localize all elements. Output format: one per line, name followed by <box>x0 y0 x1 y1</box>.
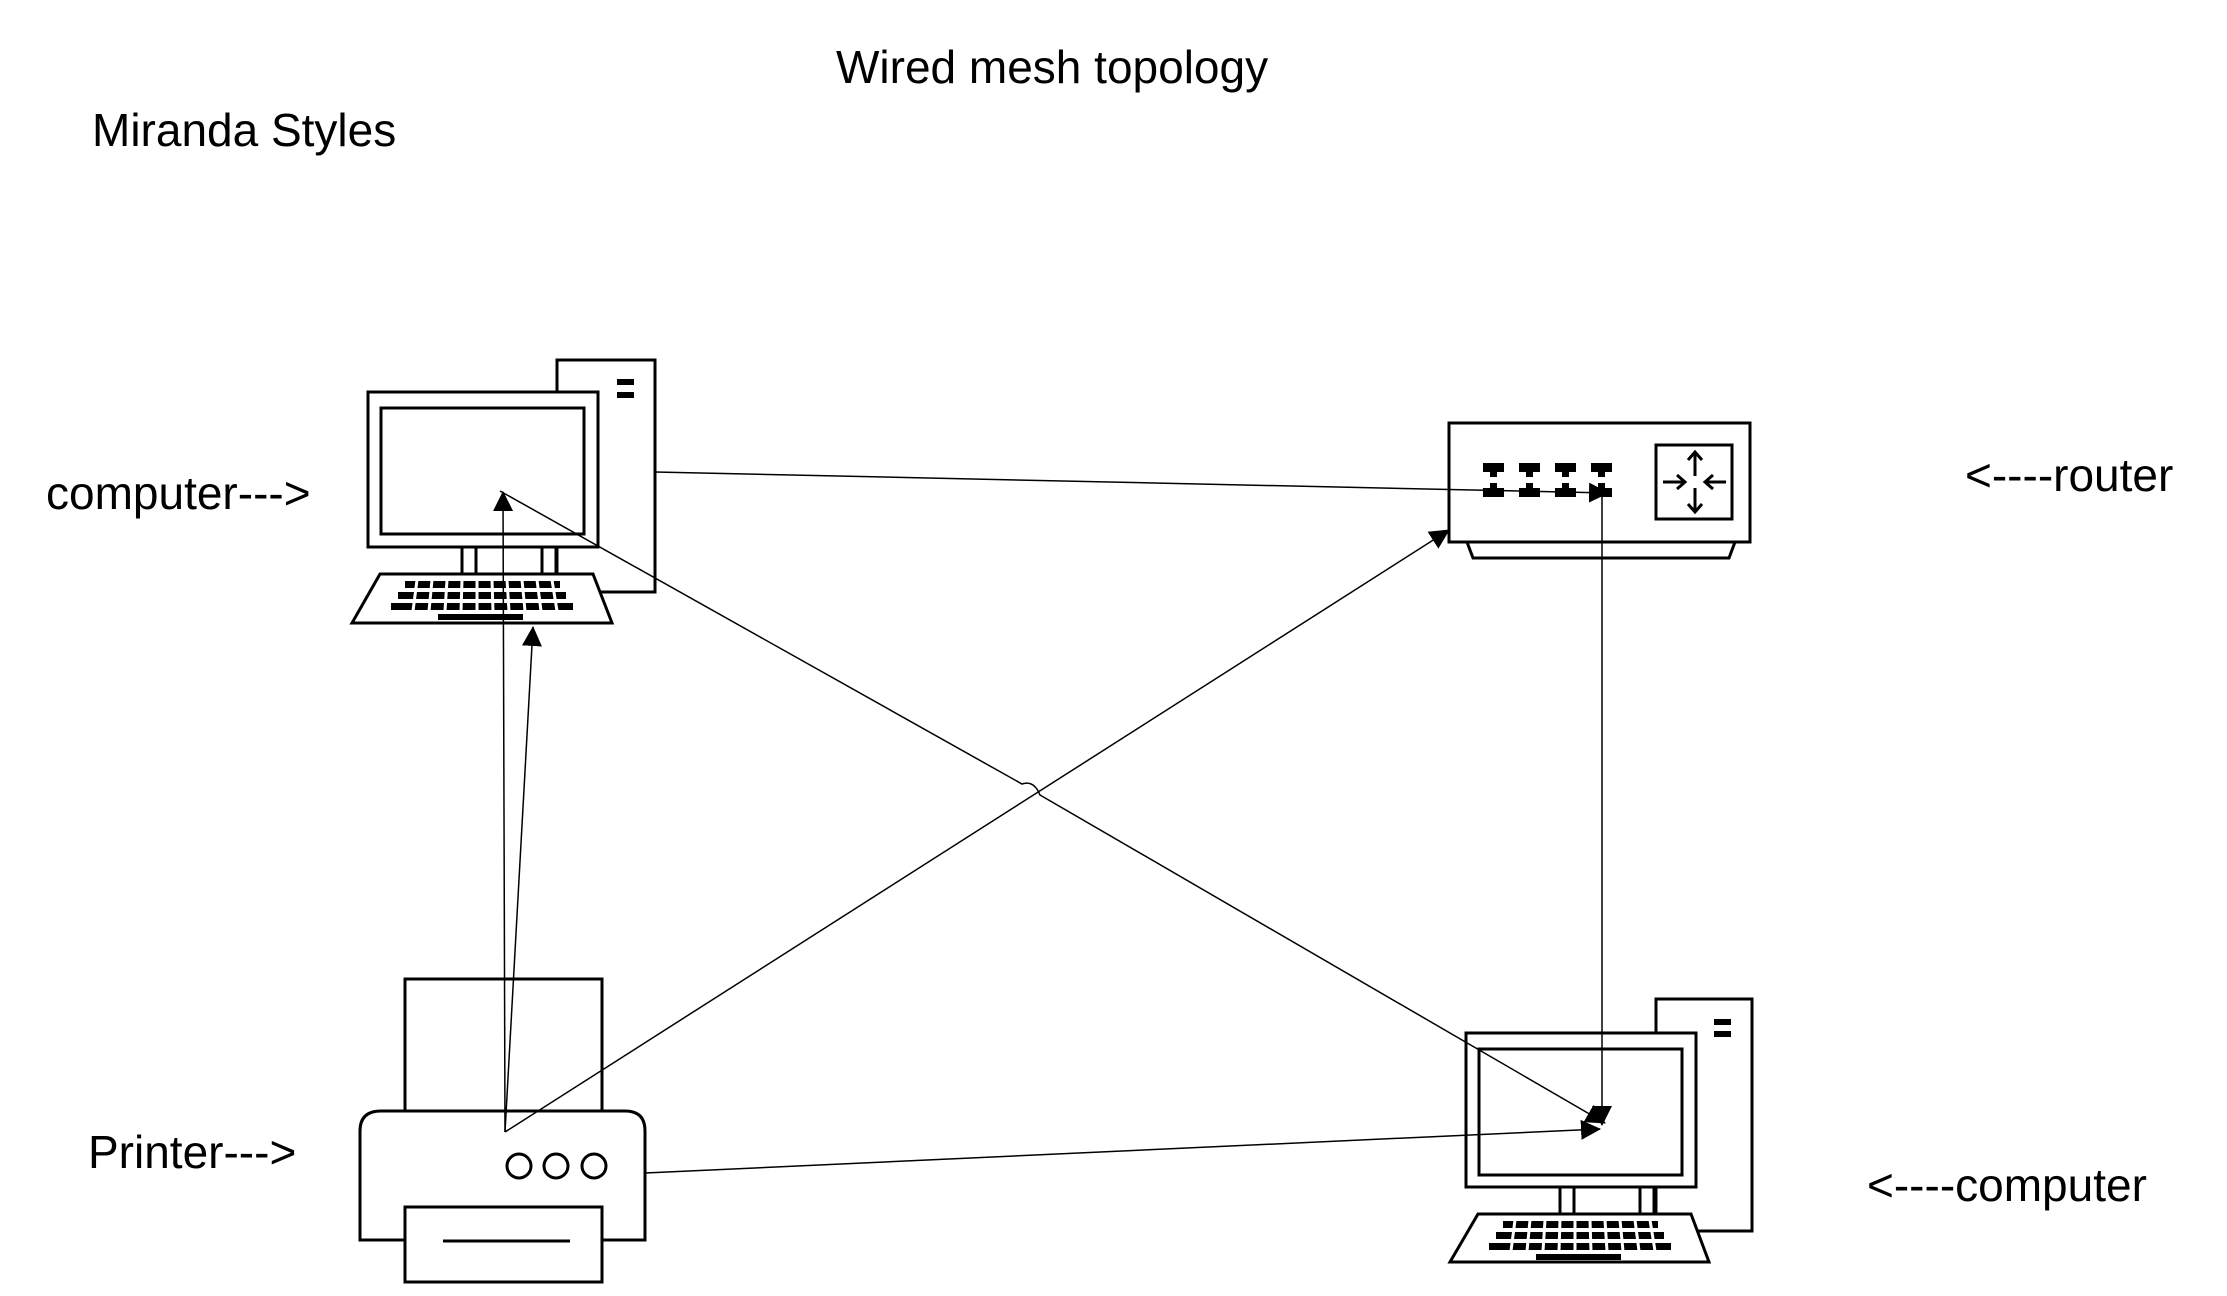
printer[interactable] <box>358 977 647 1284</box>
connection-computer-router[interactable] <box>654 471 1609 503</box>
connection-printer-computer-top[interactable] <box>493 491 514 1133</box>
router-base <box>1464 540 1738 560</box>
printer-paper-tray <box>403 977 604 1113</box>
connections <box>493 471 1612 1174</box>
router-switch-icon <box>1654 443 1734 521</box>
router-label: <----router <box>1965 449 2174 501</box>
computer-bottom-right[interactable] <box>1447 997 1754 1264</box>
computer-top-left[interactable] <box>349 358 657 625</box>
connection-printer-router[interactable] <box>504 529 1450 1133</box>
monitor <box>366 390 600 577</box>
keyboard <box>1447 1212 1712 1264</box>
router[interactable] <box>1447 421 1752 560</box>
computer-bottom-right-label: <----computer <box>1867 1159 2147 1211</box>
computer-top-left-label: computer---> <box>46 467 311 519</box>
connection-computer-computer[interactable] <box>499 490 1606 1124</box>
monitor <box>1464 1031 1698 1217</box>
keyboard <box>349 572 615 625</box>
printer-button-1 <box>505 1152 533 1180</box>
connection-printer-computer-top-2[interactable] <box>504 626 542 1133</box>
printer-button-3 <box>580 1152 608 1180</box>
diagram-title: Wired mesh topology <box>836 41 1269 93</box>
printer-label: Printer---> <box>88 1126 297 1178</box>
printer-output-tray <box>403 1205 604 1284</box>
printer-button-2 <box>542 1152 570 1180</box>
connection-printer-computer-bottom[interactable] <box>644 1119 1601 1174</box>
author-name: Miranda Styles <box>92 104 397 156</box>
